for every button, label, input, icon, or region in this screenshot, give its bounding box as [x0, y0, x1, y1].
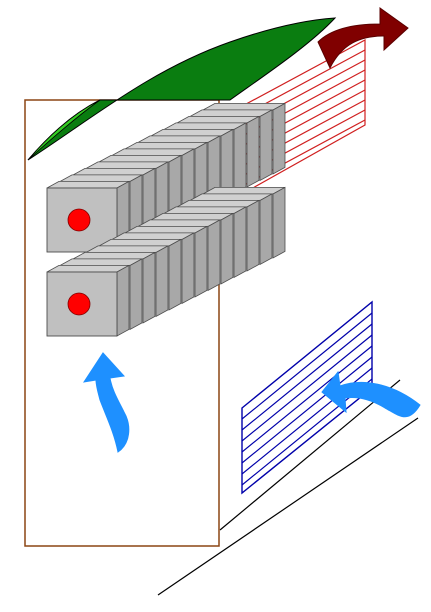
module-top-face	[46, 264, 130, 273]
module-top-face	[98, 238, 182, 247]
module-top-face	[59, 174, 143, 182]
intake-vent-slats	[241, 312, 373, 486]
module-side-face	[181, 232, 195, 305]
module-slice	[137, 219, 221, 292]
module-side-face	[142, 251, 156, 324]
module-side-face	[246, 199, 260, 272]
module-slice	[59, 258, 143, 331]
module-top-face	[85, 245, 169, 253]
module-top-face	[46, 180, 130, 189]
module-slice	[150, 128, 234, 201]
module-stacks	[46, 102, 286, 337]
module-top-face	[189, 109, 273, 117]
module-top-face	[150, 128, 234, 137]
status-indicator-icon	[67, 292, 91, 316]
module-side-face	[220, 212, 234, 285]
module-stack-top	[46, 102, 286, 253]
module-top-face	[163, 206, 247, 214]
floor-lines	[157, 379, 419, 596]
module-side-face	[259, 193, 273, 266]
status-indicator-icon	[67, 208, 91, 232]
module-slice	[111, 232, 195, 305]
module-side-face	[155, 245, 169, 318]
module-top-face	[111, 148, 195, 156]
module-top-face	[98, 154, 182, 163]
module-side-face	[233, 122, 247, 195]
module-slice	[85, 245, 169, 318]
module-top-face	[137, 219, 221, 227]
module-slice	[189, 193, 273, 266]
curved-arrow-right-icon	[317, 7, 409, 70]
air-deflector	[27, 17, 337, 161]
module-slice	[176, 199, 260, 272]
module-top-face	[72, 251, 156, 260]
curved-arrow-up-icon	[82, 352, 130, 453]
module-slice	[163, 206, 247, 279]
module-slice	[72, 251, 156, 324]
module-top-face	[163, 122, 247, 130]
module-top-face	[150, 212, 234, 221]
module-top-face	[202, 103, 286, 111]
module-side-face	[194, 225, 208, 298]
module-top-face	[176, 199, 260, 208]
module-top-face	[124, 141, 208, 150]
intake-slat	[241, 334, 373, 442]
module-side-face	[116, 264, 130, 337]
intake-slat	[241, 312, 373, 420]
module-side-face	[129, 258, 143, 331]
floor-edge-back	[219, 379, 401, 531]
module-top-face	[72, 167, 156, 176]
module-side-face	[233, 206, 247, 279]
module-stack-bottom	[46, 186, 286, 337]
intake-slat	[241, 345, 373, 453]
module-front	[46, 180, 130, 253]
module-front	[46, 264, 130, 337]
module-slice	[98, 154, 182, 227]
module-top-face	[59, 258, 143, 266]
floor-edge-front	[157, 417, 419, 596]
curved-arrow-left-icon	[321, 370, 421, 418]
module-top-face	[189, 193, 273, 201]
module-top-face	[202, 186, 286, 195]
module-top-face	[176, 116, 260, 124]
module-side-face	[259, 109, 273, 182]
deflector-highlight	[27, 99, 101, 161]
module-side-face	[272, 186, 286, 259]
module-side-face	[168, 238, 182, 311]
intake-slat	[241, 356, 373, 464]
module-top-face	[137, 135, 221, 143]
module-top-face	[85, 161, 169, 169]
intake-slat	[241, 323, 373, 431]
module-side-face	[207, 219, 221, 292]
module-slice	[150, 212, 234, 285]
module-side-face	[246, 115, 260, 188]
module-slice	[189, 109, 273, 182]
module-side-face	[272, 102, 286, 175]
module-top-face	[124, 225, 208, 234]
module-top-face	[111, 232, 195, 240]
module-slice	[202, 186, 286, 259]
